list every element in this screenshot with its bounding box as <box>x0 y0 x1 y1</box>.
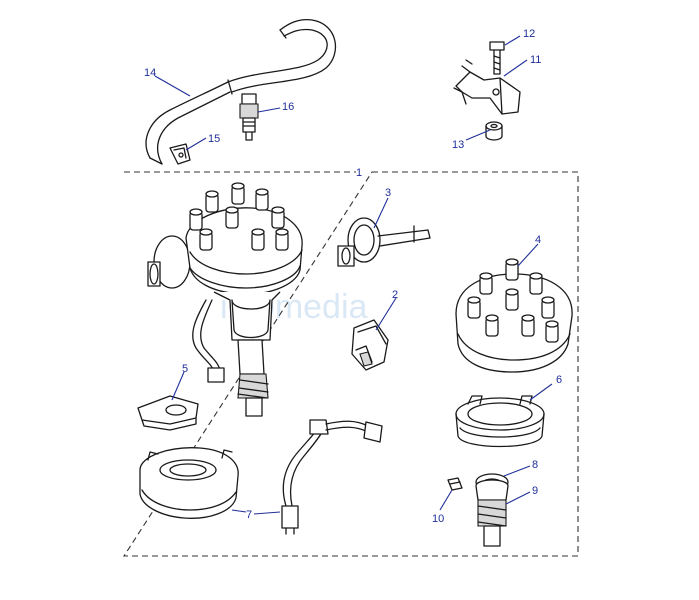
callout-labels: 1 2 3 4 5 6 7 8 9 10 11 12 13 14 15 16 <box>144 28 562 525</box>
callout-3: 3 <box>385 187 391 199</box>
part-wiring-harness <box>281 419 383 535</box>
part-hold-down-bracket <box>453 59 521 115</box>
cap-towers-4 <box>467 258 559 343</box>
part-rotor <box>137 395 199 431</box>
part-bracket-spacer <box>485 121 503 141</box>
callout-10: 10 <box>432 513 444 525</box>
callout-5: 5 <box>182 363 188 375</box>
callout-16: 16 <box>282 101 294 113</box>
callout-13: 13 <box>452 139 464 151</box>
part-vacuum-hose <box>145 18 336 165</box>
part-dust-shield <box>455 395 545 448</box>
part-ignition-module <box>351 319 389 371</box>
part-roll-pin <box>447 477 463 491</box>
part-distributor-cap <box>455 258 573 373</box>
callout-7: 7 <box>246 509 252 521</box>
part-bracket-bolt <box>489 41 505 75</box>
part-drive-gear <box>475 479 509 547</box>
callout-8: 8 <box>532 459 538 471</box>
callout-4: 4 <box>535 234 541 246</box>
part-vacuum-sensor <box>239 93 259 141</box>
part-hose-clip <box>169 143 191 165</box>
callout-11: 11 <box>530 54 541 66</box>
callout-12: 12 <box>523 28 535 40</box>
part-distributor-assembly <box>147 182 303 417</box>
part-vacuum-advance <box>337 217 431 267</box>
callout-1: 1 <box>356 167 362 179</box>
leader-lines <box>154 35 553 515</box>
part-housing-base <box>139 447 239 519</box>
callout-15: 15 <box>208 133 220 145</box>
cap-towers <box>189 182 289 251</box>
callout-14: 14 <box>144 67 156 79</box>
callout-2: 2 <box>392 289 398 301</box>
callout-9: 9 <box>532 485 538 497</box>
callout-6: 6 <box>556 374 562 386</box>
assembly-frame <box>122 171 579 557</box>
